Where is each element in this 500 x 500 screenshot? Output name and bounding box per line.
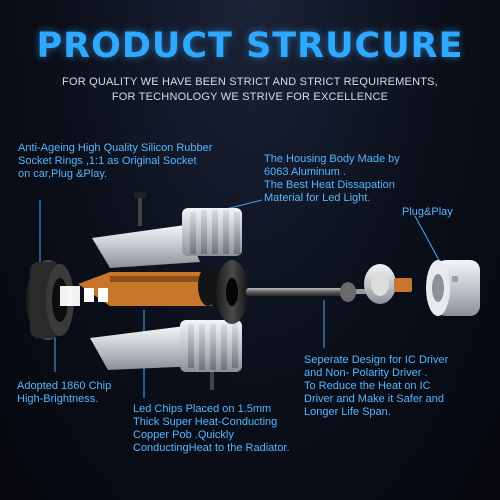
callout-led-chips: Led Chips Placed on 1.5mm Thick Super He… (133, 403, 290, 454)
lower-heatsink-housing (90, 320, 242, 390)
led-pcb-strip (60, 272, 212, 306)
callout-separate-design: Seperate Design for IC Driver and Non- P… (304, 354, 449, 418)
callout-housing-body: The Housing Body Made by 6063 Aluminum .… (264, 153, 400, 204)
callout-chip: Adopted 1860 Chip High-Brightness. (17, 380, 112, 405)
driver-rod (246, 282, 370, 302)
callout-socket-rings: Anti-Ageing High Quality Silicon Rubber … (18, 142, 213, 180)
base-ring (364, 264, 412, 304)
plug-socket (426, 260, 480, 316)
rubber-disc (198, 260, 248, 324)
page-title: PRODUCT STRUCURE (36, 26, 464, 66)
subtitle-line-1: FOR QUALITY WE HAVE BEEN STRICT AND STRI… (62, 76, 438, 88)
subtitle-line-2: FOR TECHNOLOGY WE STRIVE FOR EXCELLENCE (111, 91, 389, 103)
callout-plug-play: Plug&Play (402, 206, 453, 218)
upper-heatsink-housing (92, 192, 242, 268)
